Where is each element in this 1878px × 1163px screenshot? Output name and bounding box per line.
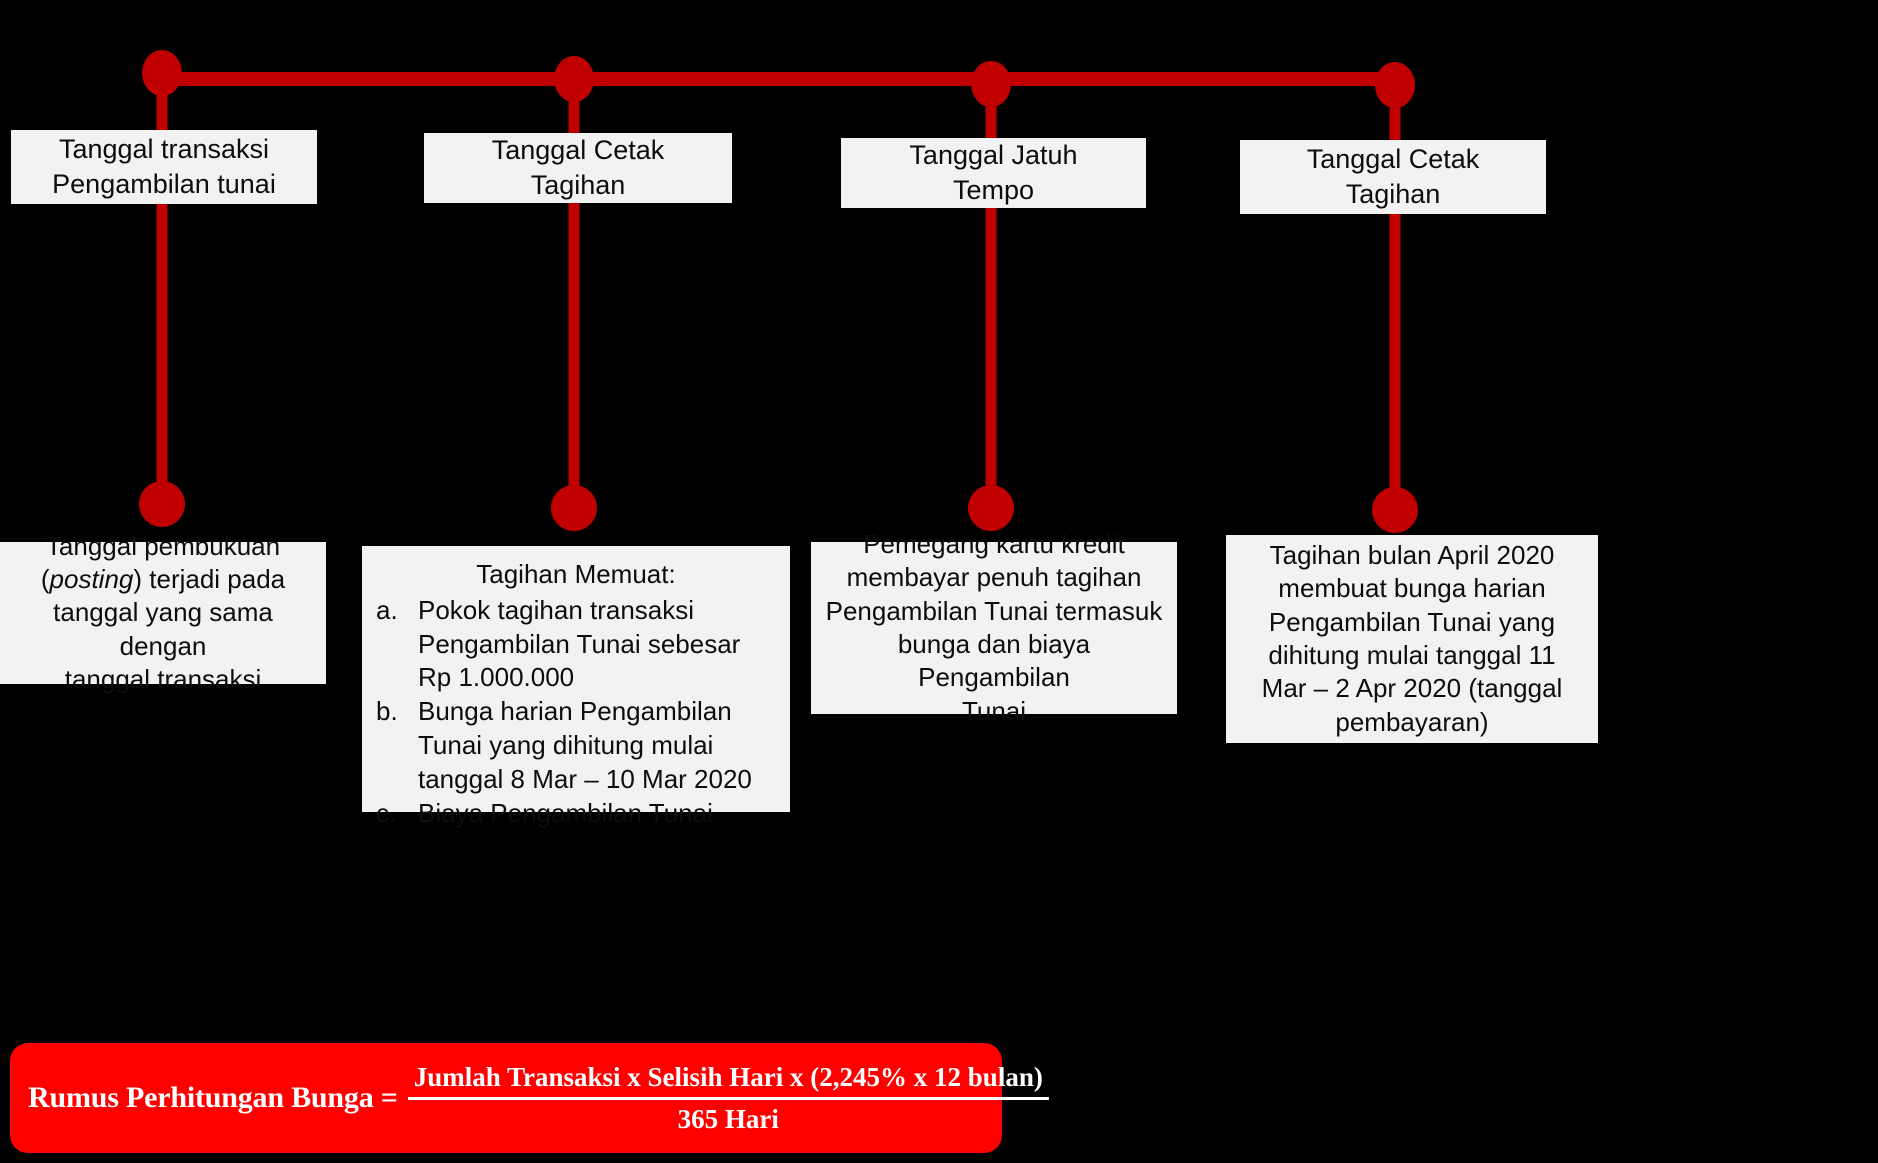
detail-line: Tanggal pembukuan xyxy=(45,530,281,561)
detail-text-emphasis: posting xyxy=(49,564,134,595)
detail-line: membayar penuh tagihan xyxy=(846,562,1142,593)
detail-stem-posting xyxy=(156,204,168,504)
milestone-label-line2: Tagihan xyxy=(530,170,626,200)
detail-text-post: ) terjadi pada xyxy=(133,564,286,595)
list-item-marker: a. xyxy=(376,594,398,625)
detail-list: a. Pokok tagihan transaksi Pengambilan T… xyxy=(376,594,776,831)
detail-line: Mar – 2 Apr 2020 (tanggal xyxy=(1261,673,1563,704)
detail-line: Pemegang kartu kredit xyxy=(863,529,1125,560)
detail-line: Pengambilan Tunai yang xyxy=(1268,606,1556,637)
milestone-label-line2: Tagihan xyxy=(1345,179,1441,209)
milestone-node-cetak-tagihan-1 xyxy=(554,56,594,102)
detail-text-pre: ( xyxy=(40,564,50,595)
milestone-label-line2: Tempo xyxy=(952,175,1035,205)
milestone-label-cetak-tagihan-2: Tanggal Cetak Tagihan xyxy=(1240,140,1546,214)
interest-formula-banner: Rumus Perhitungan Bunga = Jumlah Transak… xyxy=(10,1043,1049,1153)
formula-denominator: 365 Hari xyxy=(677,1103,779,1134)
detail-line: Pengambilan Tunai termasuk xyxy=(825,595,1163,626)
milestone-label-transaksi: Tanggal transaksi Pengambilan tunai xyxy=(11,130,317,204)
list-item-text: Pokok tagihan transaksi Pengambilan Tuna… xyxy=(418,594,741,693)
formula-fraction: Jumlah Transaksi x Selisih Hari x (2,245… xyxy=(407,1061,1049,1135)
detail-box-tagihan: Tagihan Memuat: a. Pokok tagihan transak… xyxy=(362,546,790,828)
detail-line: Tunai xyxy=(961,695,1027,726)
formula-fraction-bar xyxy=(407,1096,1049,1100)
list-item: c. Biaya Pengambilan Tunai xyxy=(376,797,776,831)
milestone-node-transaksi xyxy=(142,50,182,96)
detail-list-heading: Tagihan Memuat: xyxy=(476,559,676,589)
detail-line: tanggal yang sama dengan xyxy=(53,597,273,661)
milestone-node-cetak-tagihan-2 xyxy=(1375,62,1415,108)
formula-numerator: Jumlah Transaksi x Selisih Hari x (2,245… xyxy=(413,1061,1043,1092)
detail-node-posting xyxy=(139,481,185,527)
milestone-stem-cetak-tagihan-1 xyxy=(568,78,580,186)
detail-line: Tagihan bulan April 2020 xyxy=(1269,540,1555,571)
detail-node-tagihan-april xyxy=(1372,487,1418,533)
formula-label: Rumus Perhitungan Bunga = xyxy=(28,1081,398,1114)
detail-line: pembayaran) xyxy=(1335,706,1489,737)
detail-box-posting: Tanggal pembukuan (posting) terjadi pada… xyxy=(0,531,326,694)
detail-node-pembayaran xyxy=(968,485,1014,531)
milestone-label-line2: Pengambilan tunai xyxy=(52,169,276,199)
milestone-label-line1: Tanggal Cetak xyxy=(1306,144,1480,175)
detail-box-tagihan-april: Tagihan bulan April 2020 membuat bunga h… xyxy=(1226,535,1598,743)
milestone-label-cetak-tagihan-1: Tanggal Cetak Tagihan xyxy=(424,133,732,203)
list-item: a. Pokok tagihan transaksi Pengambilan T… xyxy=(376,594,776,695)
list-item-text: Biaya Pengambilan Tunai xyxy=(418,797,713,828)
detail-line: tanggal transaksi xyxy=(64,663,262,694)
detail-line: bunga dan biaya Pengambilan xyxy=(897,629,1091,693)
detail-box-pembayaran: Pemegang kartu kredit membayar penuh tag… xyxy=(811,529,1177,726)
milestone-label-jatuh-tempo: Tanggal Jatuh Tempo xyxy=(841,138,1146,208)
milestone-node-jatuh-tempo xyxy=(971,61,1011,107)
milestone-stem-transaksi xyxy=(156,72,168,182)
detail-stem-pembayaran xyxy=(985,208,997,508)
detail-line: dihitung mulai tanggal 11 xyxy=(1268,640,1556,670)
list-item-marker: b. xyxy=(376,696,398,727)
detail-stem-tagihan xyxy=(568,203,580,508)
timeline-axis xyxy=(160,72,1400,86)
detail-stem-tagihan-april xyxy=(1389,214,1401,510)
milestone-label-line1: Tanggal Jatuh xyxy=(909,140,1078,171)
list-item-text: Bunga harian Pengambilan Tunai yang dihi… xyxy=(418,696,752,794)
list-item: b. Bunga harian Pengambilan Tunai yang d… xyxy=(376,695,776,796)
detail-line: (posting) terjadi pada xyxy=(10,563,316,596)
detail-line: membuat bunga harian xyxy=(1278,573,1546,604)
milestone-label-line1: Tanggal Cetak xyxy=(491,135,665,166)
list-item-marker: c. xyxy=(376,797,397,828)
milestone-label-line1: Tanggal transaksi xyxy=(58,134,270,165)
detail-node-tagihan xyxy=(551,485,597,531)
